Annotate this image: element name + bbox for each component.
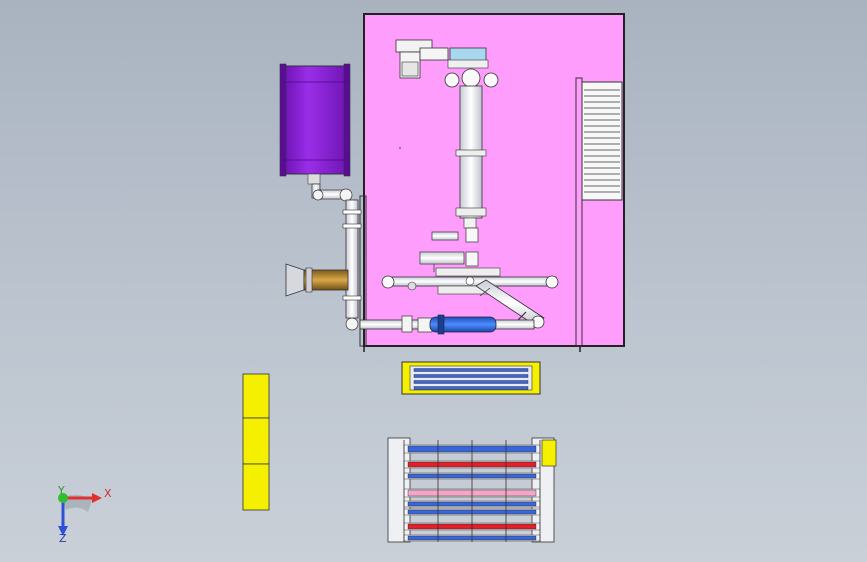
yellow-panel-stack[interactable] xyxy=(242,373,270,511)
axis-triad: X Y Z xyxy=(57,484,112,545)
louver-stairs[interactable] xyxy=(581,81,623,201)
yellow-panel-top xyxy=(242,373,270,419)
yellow-panel-bottom xyxy=(242,463,270,511)
diagonal-pipe[interactable] xyxy=(475,279,545,329)
yellow-panel-middle xyxy=(242,417,270,465)
vertical-column[interactable] xyxy=(455,85,487,229)
blue-pump[interactable] xyxy=(429,314,497,335)
pulley-left[interactable] xyxy=(444,72,460,88)
valve-upper[interactable] xyxy=(431,227,479,243)
pulley-center[interactable] xyxy=(461,68,481,88)
small-roller xyxy=(413,386,529,390)
axis-y-arrow-icon xyxy=(58,493,68,503)
axis-z-label: Z xyxy=(59,532,67,545)
motor-assembly[interactable] xyxy=(395,39,489,79)
axis-y-label: Y xyxy=(57,484,65,497)
yellow-roller-frame[interactable] xyxy=(401,361,541,395)
bottom-pipe[interactable] xyxy=(359,315,535,333)
roller-conveyor[interactable] xyxy=(387,437,557,543)
small-roller xyxy=(413,368,529,372)
exhaust-duct[interactable] xyxy=(285,263,349,297)
pulley-right[interactable] xyxy=(483,72,499,88)
left-riser-pipe[interactable] xyxy=(311,183,362,331)
small-roller xyxy=(413,374,529,378)
axis-x-label: X xyxy=(104,487,112,500)
header-manifold[interactable] xyxy=(381,267,559,295)
purple-tank[interactable] xyxy=(279,63,351,185)
valve-lower[interactable] xyxy=(419,251,479,272)
small-roller xyxy=(413,380,529,384)
